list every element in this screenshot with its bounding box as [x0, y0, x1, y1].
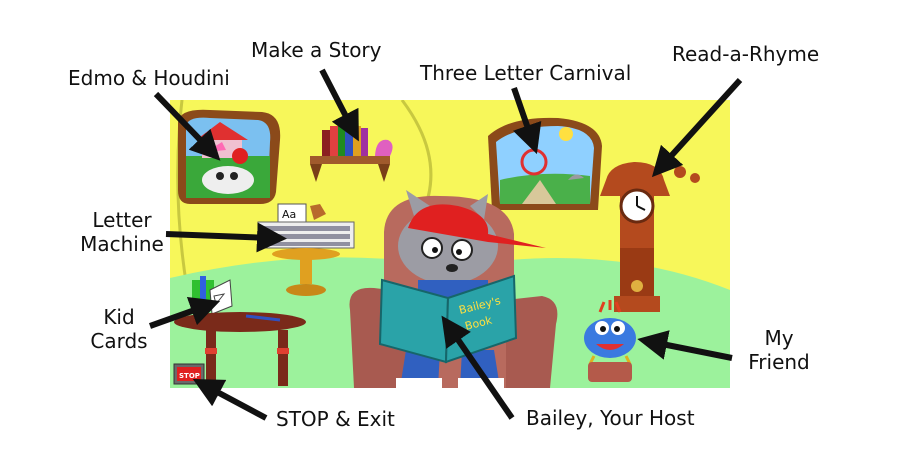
- game-scene: Aa: [170, 100, 730, 388]
- label-bailey-host: Bailey, Your Host: [526, 406, 695, 430]
- my-friend[interactable]: [584, 300, 636, 382]
- label-read-a-rhyme: Read-a-Rhyme: [672, 42, 820, 66]
- three-letter-carnival-window[interactable]: [488, 117, 602, 210]
- label-stop-exit: STOP & Exit: [276, 407, 395, 431]
- stop-sign-text: STOP: [179, 372, 200, 380]
- label-kid-cards-line1: Kid: [103, 305, 135, 329]
- label-kid-cards: Kid Cards: [80, 305, 158, 353]
- edmo-houdini-window[interactable]: [178, 109, 281, 204]
- label-letter-machine-line1: Letter: [92, 208, 152, 232]
- stop-button[interactable]: STOP: [173, 363, 205, 385]
- arrow-stop-exit: [192, 378, 268, 421]
- label-my-friend: My Friend: [736, 326, 822, 374]
- label-my-friend-line1: My: [764, 326, 794, 350]
- label-three-letter-carnival: Three Letter Carnival: [420, 61, 632, 85]
- label-kid-cards-line2: Cards: [90, 329, 148, 353]
- label-edmo-houdini: Edmo & Houdini: [68, 66, 230, 90]
- label-my-friend-line2: Friend: [748, 350, 810, 374]
- label-letter-machine-line2: Machine: [80, 232, 164, 256]
- bailey-cap: [408, 204, 546, 248]
- label-letter-machine: Letter Machine: [76, 208, 168, 256]
- label-make-a-story: Make a Story: [251, 38, 382, 62]
- read-a-rhyme-clock[interactable]: [600, 162, 700, 312]
- letter-machine-card-text: Aa: [282, 208, 296, 221]
